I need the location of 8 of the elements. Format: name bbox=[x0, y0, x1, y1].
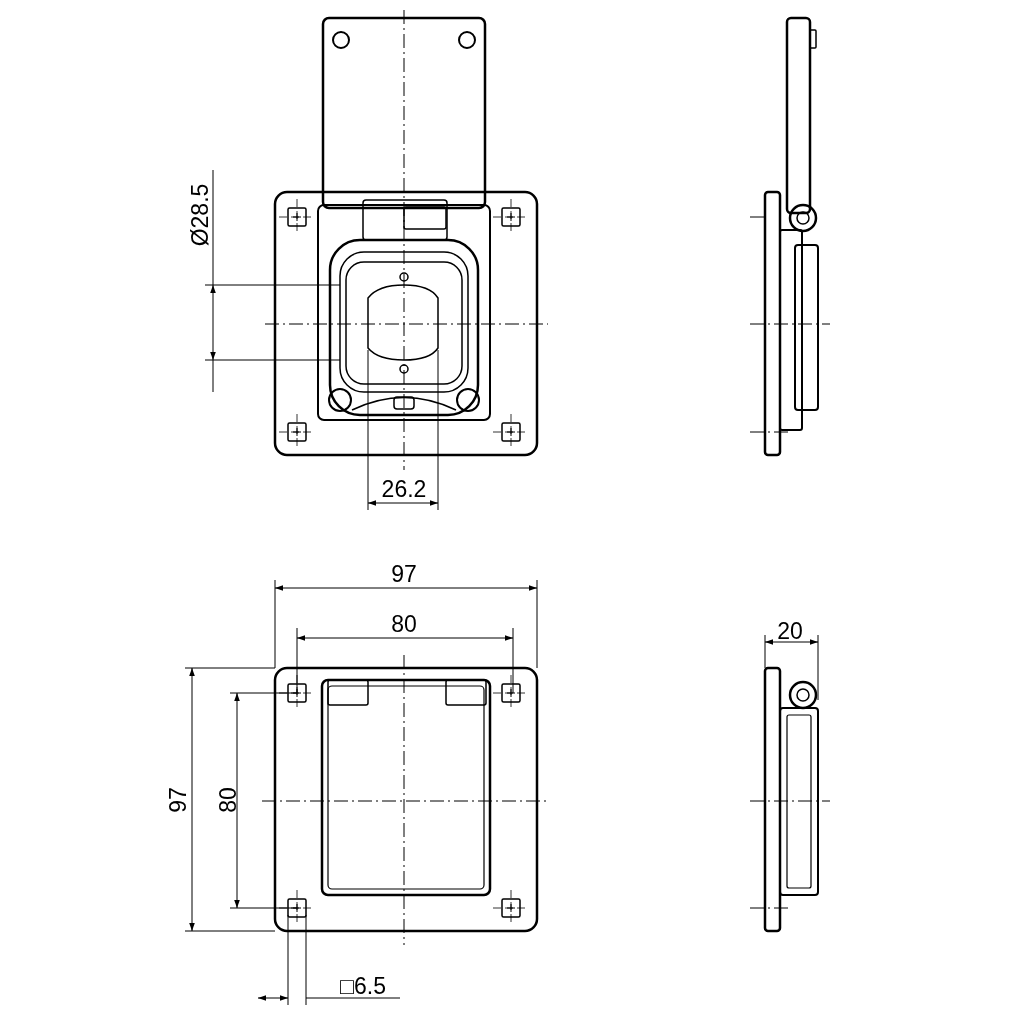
dimension-label: 80 bbox=[391, 612, 417, 636]
dimension-label: Ø28.5 bbox=[188, 183, 212, 247]
dimension-label: 20 bbox=[777, 619, 803, 643]
dimension-label: 97 bbox=[391, 562, 417, 586]
dimension-label: □6.5 bbox=[340, 974, 386, 998]
dimension-label: 80 bbox=[216, 787, 240, 813]
dimension-label: 26.2 bbox=[381, 477, 427, 501]
dimension-label: 97 bbox=[166, 787, 190, 813]
